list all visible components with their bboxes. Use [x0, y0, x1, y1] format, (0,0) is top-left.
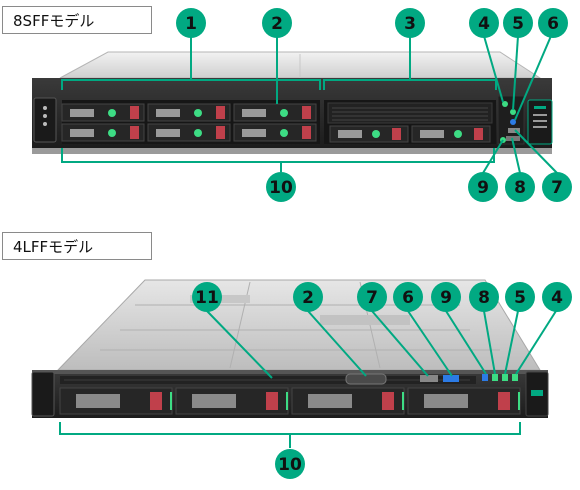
callout-7: 7	[542, 172, 572, 202]
server-8sff	[32, 51, 553, 154]
svg-text:2: 2	[271, 14, 283, 34]
ilo-service-port[interactable]	[420, 375, 438, 382]
ilo-service-port[interactable]	[508, 128, 520, 133]
callout-11: 11	[192, 282, 222, 312]
svg-text:9: 9	[440, 288, 452, 308]
optional-drive-bay-area	[324, 100, 496, 144]
callout-5: 5	[503, 8, 533, 38]
callout-3: 3	[395, 8, 425, 38]
usb-port[interactable]	[443, 375, 459, 382]
svg-text:8: 8	[514, 178, 526, 198]
svg-text:10: 10	[278, 455, 302, 475]
svg-text:7: 7	[551, 178, 563, 198]
callout-9: 9	[468, 172, 498, 202]
svg-text:7: 7	[366, 288, 378, 308]
uid-button[interactable]	[510, 119, 516, 125]
svg-text:4: 4	[551, 288, 563, 308]
power-button[interactable]	[512, 374, 518, 381]
callout-4: 4	[469, 8, 499, 38]
lff-callouts: 11 2 7 6 9 8 5 4 10	[192, 282, 572, 479]
svg-text:6: 6	[547, 14, 559, 34]
callout-1: 1	[176, 8, 206, 38]
front-control-panel	[497, 95, 525, 145]
sff-bracket-lines	[61, 35, 558, 174]
callout-10: 10	[266, 172, 296, 202]
sff-drive-bays	[61, 100, 320, 144]
svg-text:6: 6	[402, 288, 414, 308]
callout-5: 5	[505, 282, 535, 312]
callout-6: 6	[393, 282, 423, 312]
callout-8: 8	[469, 282, 499, 312]
svg-text:8: 8	[478, 288, 490, 308]
callout-2: 2	[293, 282, 323, 312]
callout-10: 10	[275, 449, 305, 479]
svg-text:2: 2	[302, 288, 314, 308]
callout-8: 8	[505, 172, 535, 202]
rack-ear-left-lff	[31, 371, 55, 417]
model-label-8sff: 8SFFモデル	[2, 6, 152, 34]
model-label-4lff: 4LFFモデル	[2, 232, 152, 260]
callout-7: 7	[357, 282, 387, 312]
svg-text:4: 4	[478, 14, 490, 34]
svg-text:9: 9	[477, 178, 489, 198]
health-led	[502, 374, 508, 381]
svg-text:10: 10	[269, 178, 293, 198]
callout-9: 9	[431, 282, 461, 312]
lff-drive-bays	[59, 387, 521, 415]
uid-button[interactable]	[482, 374, 488, 381]
callout-6: 6	[538, 8, 568, 38]
rack-ear-left	[33, 97, 57, 143]
sff-callouts: 1 2 3 4 5 6 10 9 8 7	[176, 8, 572, 202]
callout-2: 2	[262, 8, 292, 38]
nic-led	[510, 109, 516, 115]
svg-text:3: 3	[404, 14, 416, 34]
svg-text:5: 5	[512, 14, 524, 34]
callout-4: 4	[542, 282, 572, 312]
front-control-panel-lff	[420, 374, 518, 382]
lff-pointer-lines	[59, 310, 557, 448]
serial-label-pull-tab[interactable]	[345, 373, 387, 385]
nic-led	[492, 374, 498, 381]
svg-text:11: 11	[195, 288, 219, 308]
server-4lff	[31, 279, 549, 418]
svg-text:1: 1	[185, 14, 197, 34]
health-led	[502, 101, 508, 107]
svg-text:5: 5	[514, 288, 526, 308]
